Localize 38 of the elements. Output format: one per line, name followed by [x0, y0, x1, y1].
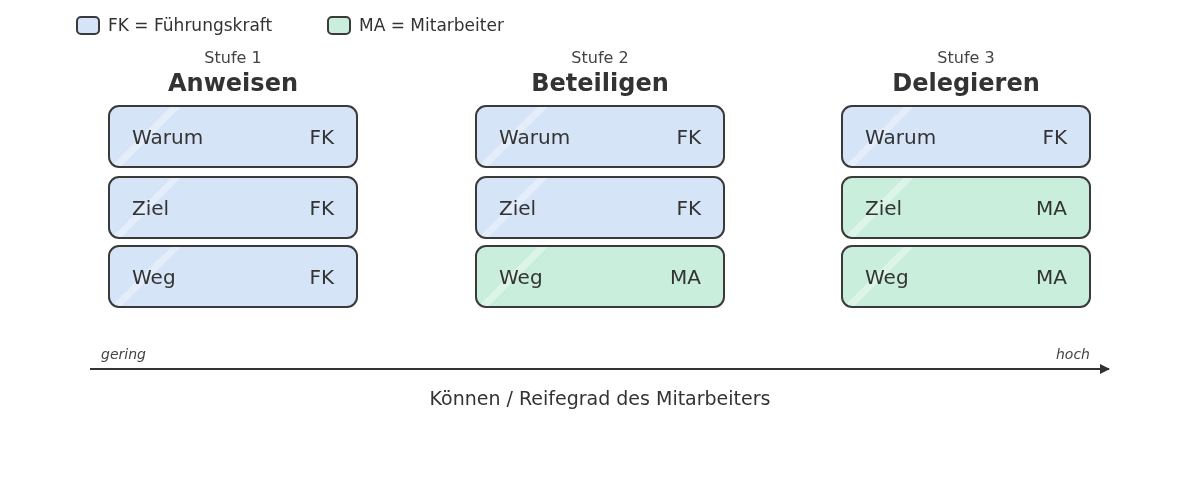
task-box: [108, 176, 358, 239]
stage-number: Stufe 2: [571, 48, 629, 68]
task-label: Weg: [865, 264, 909, 289]
task-box: [841, 245, 1091, 308]
role-label: FK: [676, 195, 701, 220]
task-label: Ziel: [865, 195, 903, 220]
task-label: Ziel: [132, 195, 170, 220]
role-label: FK: [1042, 124, 1067, 149]
task-box: [841, 105, 1091, 168]
role-label: MA: [1036, 264, 1067, 289]
stage-title: Beteiligen: [531, 68, 669, 98]
axis-end-label: hoch: [1056, 345, 1090, 363]
task-label: Weg: [132, 264, 176, 289]
task-box: [475, 176, 725, 239]
stage-number: Stufe 3: [937, 48, 995, 68]
task-box: [108, 105, 358, 168]
axis-title: Können / Reifegrad des Mitarbeiters: [429, 386, 771, 410]
stage-number: Stufe 1: [204, 48, 262, 68]
task-label: Warum: [132, 124, 204, 149]
stage-title: Delegieren: [892, 68, 1040, 98]
task-label: Weg: [499, 264, 543, 289]
stage-title: Anweisen: [168, 68, 298, 98]
task-label: Ziel: [499, 195, 537, 220]
role-label: FK: [309, 195, 334, 220]
role-label: MA: [670, 264, 701, 289]
role-label: FK: [309, 124, 334, 149]
task-label: Warum: [499, 124, 571, 149]
task-box: [841, 176, 1091, 239]
legend-label: FK = Führungskraft: [108, 15, 273, 35]
task-box: [475, 105, 725, 168]
task-box: [108, 245, 358, 308]
task-box: [475, 245, 725, 308]
task-label: Warum: [865, 124, 937, 149]
role-label: FK: [676, 124, 701, 149]
axis-end-label: gering: [101, 345, 146, 363]
role-label: MA: [1036, 195, 1067, 220]
role-label: FK: [309, 264, 334, 289]
legend-label: MA = Mitarbeiter: [359, 15, 504, 35]
